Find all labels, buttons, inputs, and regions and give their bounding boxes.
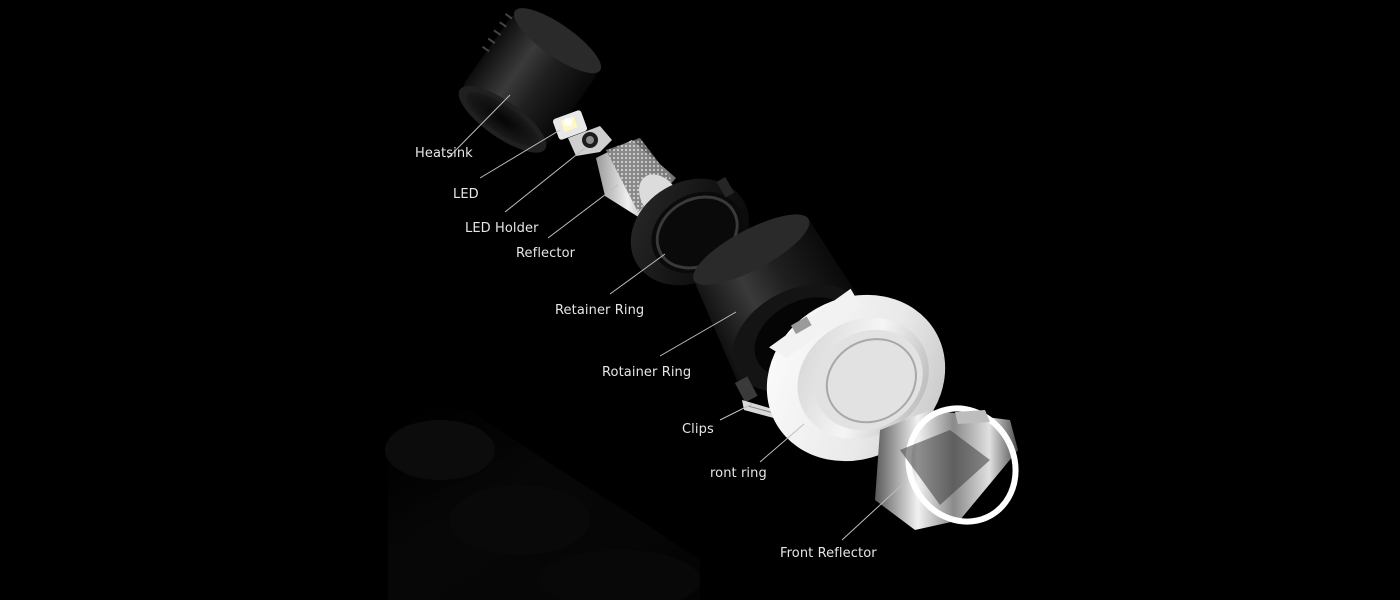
leader-lines (447, 94, 906, 541)
label-led: LED (453, 187, 479, 202)
leader-line-led (479, 129, 561, 179)
label-heatsink: Heatsink (415, 146, 473, 161)
heatsink-part (458, 8, 602, 153)
leader-line-led-holder (504, 147, 586, 213)
leader-line-retainer-ring (609, 253, 666, 295)
leader-line-clips (719, 403, 753, 421)
label-front-reflector: Front Reflector (780, 546, 877, 561)
front-reflector-part (875, 405, 1019, 530)
label-clips: Clips (682, 422, 714, 437)
led-part (552, 110, 588, 140)
label-led-holder: LED Holder (465, 221, 539, 236)
led-holder-part (568, 126, 612, 156)
leader-line-rotainer-ring (659, 311, 737, 357)
leader-line-front-ring (759, 423, 805, 463)
label-retainer-ring: Retainer Ring (555, 303, 645, 318)
label-rotainer-ring: Rotainer Ring (602, 365, 692, 380)
leader-line-heatsink (447, 94, 511, 159)
leader-line-front-reflector (841, 481, 906, 541)
label-reflector: Reflector (516, 246, 576, 261)
front-ring-part (766, 288, 946, 462)
label-front-ring: ront ring (710, 466, 767, 481)
reflection (385, 410, 700, 600)
leader-line-reflector (547, 184, 619, 239)
